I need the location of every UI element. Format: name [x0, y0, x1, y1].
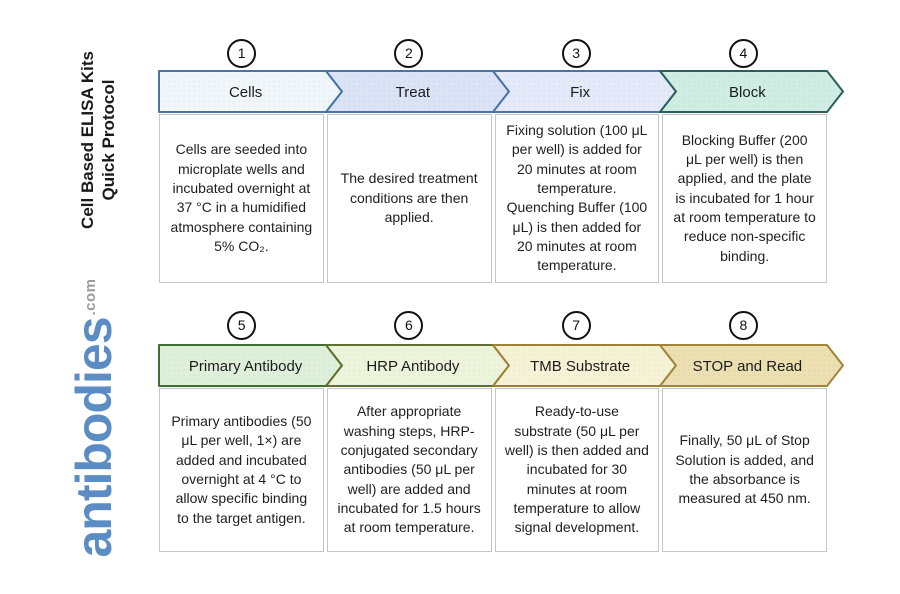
arrow-row-1	[158, 70, 844, 113]
logo-domain-suffix: .com	[82, 278, 99, 316]
arrow-label-fix: Fix	[570, 83, 591, 101]
arrow-label-stop-and-read: STOP and Read	[692, 357, 803, 375]
step-description-text: Blocking Buffer (200 μL per well) is the…	[673, 131, 816, 264]
arrow-label-treat: Treat	[395, 83, 431, 101]
step-description-text: Primary antibodies (50 μL per well, 1×) …	[171, 413, 312, 526]
arrow-texture	[660, 71, 843, 112]
arrow-label-block: Block	[729, 83, 766, 101]
step-number-row-1: 1 2 3 4	[158, 38, 827, 68]
step-description-3: Fixing solution (100 μL per well) is add…	[494, 114, 660, 283]
arrow-texture	[660, 345, 843, 386]
arrow-texture	[326, 71, 509, 112]
step-description-text: The desired treatment conditions are the…	[340, 170, 478, 225]
antibodies-logo: antibodies.com	[65, 278, 123, 557]
step-description-text: Finally, 50 μL of Stop Solution is added…	[675, 432, 814, 507]
protocol-flow: 1 2 3 4 Cells Treat Fix Block Cells are …	[158, 0, 850, 594]
step-description-6: After appropriate washing steps, HRP-con…	[326, 388, 492, 552]
arrow-texture	[159, 345, 342, 386]
poster-title: Cell Based ELISA Kits Quick Protocol	[77, 51, 120, 229]
step-description-text: After appropriate washing steps, HRP-con…	[337, 403, 481, 536]
step-description-4: Blocking Buffer (200 μL per well) is the…	[662, 114, 827, 283]
arrow-texture	[326, 345, 509, 386]
step-number-badge: 3	[561, 38, 591, 68]
arrow-label-tmb-substrate: TMB Substrate	[530, 357, 631, 375]
step-description-7: Ready-to-use substrate (50 μL per well) …	[494, 388, 660, 552]
logo-wordmark: antibodies	[66, 317, 122, 558]
poster-title-line2: Quick Protocol	[99, 79, 118, 201]
arrow-label-primary-antibody: Primary Antibody	[188, 357, 303, 375]
step-number-badge: 6	[394, 310, 424, 340]
arrow-texture	[493, 345, 676, 386]
arrow-label-row-1: Cells Treat Fix Block	[158, 70, 827, 114]
description-row-2: Primary antibodies (50 μL per well, 1×) …	[159, 388, 827, 552]
arrow-row-2	[158, 344, 844, 387]
step-number-row-2: 5 6 7 8	[158, 310, 827, 340]
description-row-1: Cells are seeded into microplate wells a…	[159, 114, 827, 283]
step-description-1: Cells are seeded into microplate wells a…	[159, 114, 324, 283]
step-number-badge: 4	[728, 38, 758, 68]
step-description-text: Ready-to-use substrate (50 μL per well) …	[504, 403, 649, 536]
step-number-badge: 5	[227, 310, 257, 340]
arrow-label-cells: Cells	[228, 83, 263, 101]
poster-title-line1: Cell Based ELISA Kits	[77, 51, 97, 229]
step-description-5: Primary antibodies (50 μL per well, 1×) …	[159, 388, 324, 552]
step-number-badge: 2	[394, 38, 424, 68]
step-description-2: The desired treatment conditions are the…	[326, 114, 492, 283]
arrow-texture	[159, 71, 342, 112]
step-description-text: Cells are seeded into microplate wells a…	[170, 141, 313, 254]
arrow-texture	[493, 71, 676, 112]
step-number-badge: 1	[227, 38, 257, 68]
step-number-badge: 7	[561, 310, 591, 340]
step-description-8: Finally, 50 μL of Stop Solution is added…	[662, 388, 827, 552]
step-description-text: Fixing solution (100 μL per well) is add…	[506, 122, 648, 274]
arrow-label-row-2: Primary Antibody HRP Antibody TMB Substr…	[158, 344, 827, 388]
step-number-badge: 8	[728, 310, 758, 340]
arrow-label-hrp-antibody: HRP Antibody	[366, 357, 460, 375]
